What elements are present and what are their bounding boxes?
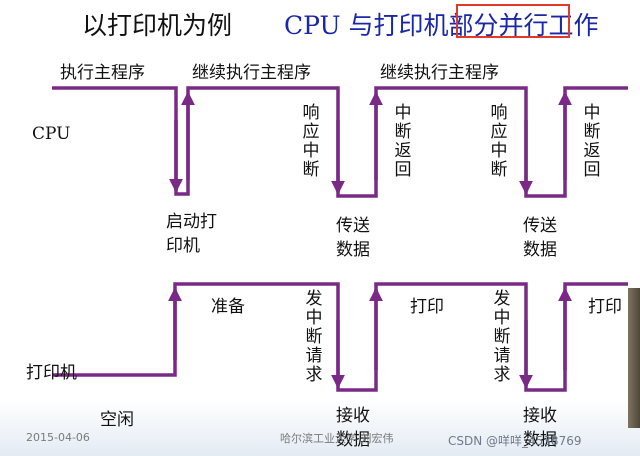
- cpu-return-label-2: 中断返回: [583, 103, 601, 180]
- watermark: CSDN @咩咩_4538769: [448, 434, 582, 448]
- cpu-bottom-label-1: 启动打印机: [166, 212, 217, 256]
- cpu-top-label-1: 执行主程序: [60, 63, 145, 83]
- highlight-box: [456, 4, 570, 38]
- cpu-interrupt-label-2: 响应中断: [490, 103, 508, 180]
- printer-bottom-label-2: 接收数据: [336, 406, 370, 450]
- printer-interrupt-label-2: 发中断请求: [493, 289, 511, 385]
- cpu-return-label-1: 中断返回: [394, 103, 412, 180]
- printer-top-label-1: 准备: [211, 297, 245, 317]
- cpu-row-label: CPU: [32, 124, 71, 144]
- cpu-interrupt-label-1: 响应中断: [302, 103, 320, 180]
- printer-row-label: 打印机: [26, 363, 77, 383]
- cpu-top-label-2: 继续执行主程序: [192, 63, 311, 83]
- title-suffix: 工作: [548, 11, 599, 40]
- title-highlight: 部分并行: [448, 11, 549, 40]
- printer-top-label-3: 打印: [588, 297, 622, 317]
- title-prefix: CPU 与打印机: [284, 11, 449, 40]
- footer-author: 哈尔滨工业大学 刘宏伟: [280, 432, 394, 445]
- title-left: 以打印机为例: [82, 11, 233, 40]
- cpu-waveform: [52, 86, 628, 198]
- title-right: CPU 与打印机部分并行工作: [284, 6, 599, 42]
- printer-bottom-label-3: 接收数据: [523, 406, 557, 450]
- printer-bottom-label-1: 空闲: [100, 410, 134, 430]
- printer-interrupt-label-1: 发中断请求: [305, 289, 323, 385]
- footer-date: 2015-04-06: [26, 431, 90, 444]
- cpu-bottom-label-3: 传送数据: [523, 216, 557, 260]
- footer-band: [0, 400, 640, 456]
- cpu-bottom-label-2: 传送数据: [336, 216, 370, 260]
- photo-strip: [628, 288, 640, 428]
- printer-top-label-2: 打印: [410, 297, 444, 317]
- printer-waveform: [52, 282, 628, 392]
- cpu-top-label-3: 继续执行主程序: [380, 63, 499, 83]
